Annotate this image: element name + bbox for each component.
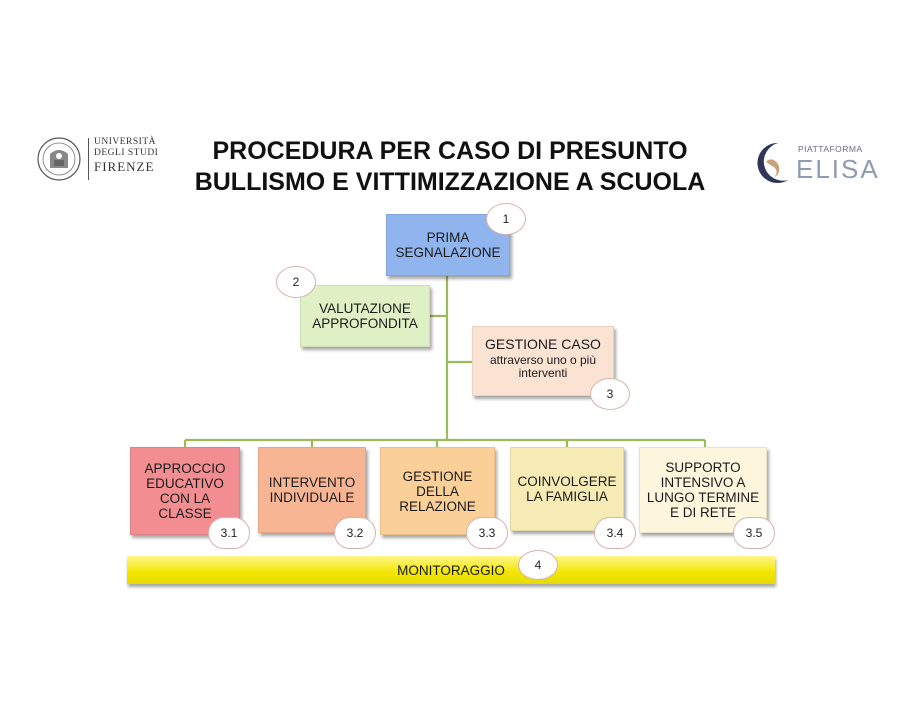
university-name-line3: FIRENZE — [94, 159, 155, 174]
badge-3: 3 — [590, 378, 630, 410]
node-3-4-label: COINVOLGERE LA FAMIGLIA — [517, 474, 617, 504]
monitoraggio-label: MONITORAGGIO — [397, 562, 505, 578]
node-valutazione-label: VALUTAZIONE APPROFONDITA — [312, 301, 418, 331]
node-intervento-individuale: INTERVENTO INDIVIDUALE — [258, 447, 366, 533]
elisa-logo-line1: PIATTAFORMA — [798, 144, 863, 154]
node-gestione-label: GESTIONE CASO — [485, 336, 601, 352]
university-seal-icon — [37, 137, 81, 181]
university-logo: UNIVERSITÀ DEGLI STUDI FIRENZE — [36, 134, 166, 186]
monitoraggio-bar: MONITORAGGIO — [127, 556, 775, 584]
title-line2: BULLISMO E VITTIMIZZAZIONE A SCUOLA — [194, 168, 706, 196]
node-prima-label: PRIMA SEGNALAZIONE — [395, 230, 501, 260]
node-valutazione-approfondita: VALUTAZIONE APPROFONDITA — [300, 285, 430, 347]
badge-3-2: 3.2 — [334, 517, 376, 549]
badge-3-1: 3.1 — [208, 517, 250, 549]
elisa-logo-line2: ELISA — [796, 154, 880, 184]
node-3-1-label: APPROCCIO EDUCATIVO CON LA CLASSE — [144, 461, 226, 521]
node-gestione-sublabel: attraverso uno o più interventi — [489, 353, 597, 380]
node-gestione-caso: GESTIONE CASO attraverso uno o più inter… — [472, 326, 614, 396]
elisa-logo: PIATTAFORMA ELISA — [752, 140, 878, 186]
node-3-3-label: GESTIONE DELLA RELAZIONE — [399, 468, 476, 514]
elisa-moon-icon — [757, 142, 788, 183]
node-3-5-label: SUPPORTO INTENSIVO A LUNGO TERMINE E DI … — [646, 460, 760, 520]
node-3-2-label: INTERVENTO INDIVIDUALE — [268, 475, 356, 505]
badge-2: 2 — [276, 266, 316, 298]
badge-3-3: 3.3 — [466, 517, 508, 549]
page-title: PROCEDURA PER CASO DI PRESUNTO BULLISMO … — [150, 136, 750, 198]
node-gestione-relazione: GESTIONE DELLA RELAZIONE — [380, 447, 495, 535]
university-name-line1: UNIVERSITÀ — [94, 137, 156, 147]
title-line1: PROCEDURA PER CASO DI PRESUNTO — [212, 137, 688, 165]
university-name-line2: DEGLI STUDI — [94, 148, 159, 158]
badge-1: 1 — [486, 203, 526, 235]
badge-3-4: 3.4 — [594, 517, 636, 549]
badge-3-5: 3.5 — [733, 517, 775, 549]
badge-4: 4 — [518, 550, 558, 580]
